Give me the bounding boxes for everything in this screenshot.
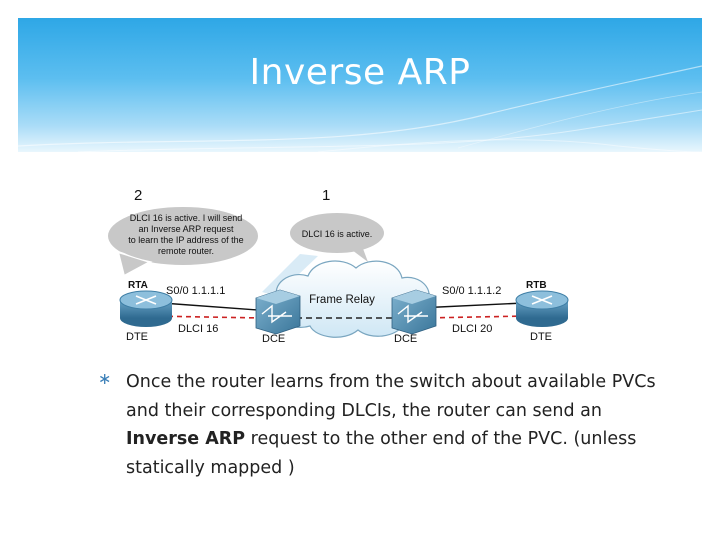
router-rta-icon [119, 290, 173, 327]
bubble-left-line-1: DLCI 16 is active. I will send [130, 213, 243, 223]
page-title: Inverse ARP [249, 52, 471, 93]
bubble-left-line-4: remote router. [158, 246, 214, 256]
bubble-left-line-2: an Inverse ARP request [139, 224, 234, 234]
dce-label-left: DCE [262, 333, 285, 345]
signal-beam [262, 254, 318, 296]
title-banner [18, 18, 702, 152]
dlci-label-right: DLCI 20 [452, 323, 492, 335]
dlci-path-right [421, 315, 529, 319]
bullet-text-bold: Inverse ARP [126, 429, 246, 449]
interface-label-left: S0/0 1.1.1.1 [166, 285, 225, 297]
bullet-text-after: request to the other end of the PVC. (un… [126, 429, 637, 478]
bubble-right-text: DLCI 16 is active. [302, 229, 373, 239]
bullet-point: ∗ Once the router learns from the switch… [98, 368, 660, 482]
banner-swoosh-decoration [18, 65, 702, 152]
bubble-left-line-3: to learn the IP address of the [128, 235, 243, 245]
frame-relay-switch-right-icon [391, 289, 437, 335]
bullet-asterisk-icon: ∗ [98, 371, 112, 388]
dce-label-right: DCE [394, 333, 417, 345]
dlci-label-left: DLCI 16 [178, 323, 218, 335]
router-rtb-label: RTB [526, 280, 547, 291]
dte-label-left: DTE [126, 331, 148, 343]
step-number-right: 1 [322, 187, 330, 204]
link-rta-to-switch [161, 302, 259, 311]
bullet-text-before: Once the router learns from the switch a… [126, 372, 656, 421]
router-rta-label: RTA [128, 280, 148, 291]
router-rtb-icon [515, 290, 569, 327]
step-number-left: 2 [134, 187, 142, 204]
interface-label-right: S0/0 1.1.1.2 [442, 285, 501, 297]
cloud-label: Frame Relay [309, 294, 375, 306]
bullet-text: Once the router learns from the switch a… [126, 368, 660, 482]
speech-bubble-right: DLCI 16 is active. [288, 211, 386, 262]
speech-bubble-left: DLCI 16 is active. I will send an Invers… [106, 205, 260, 278]
dte-label-right: DTE [530, 331, 552, 343]
frame-relay-switch-left-icon [255, 289, 301, 335]
